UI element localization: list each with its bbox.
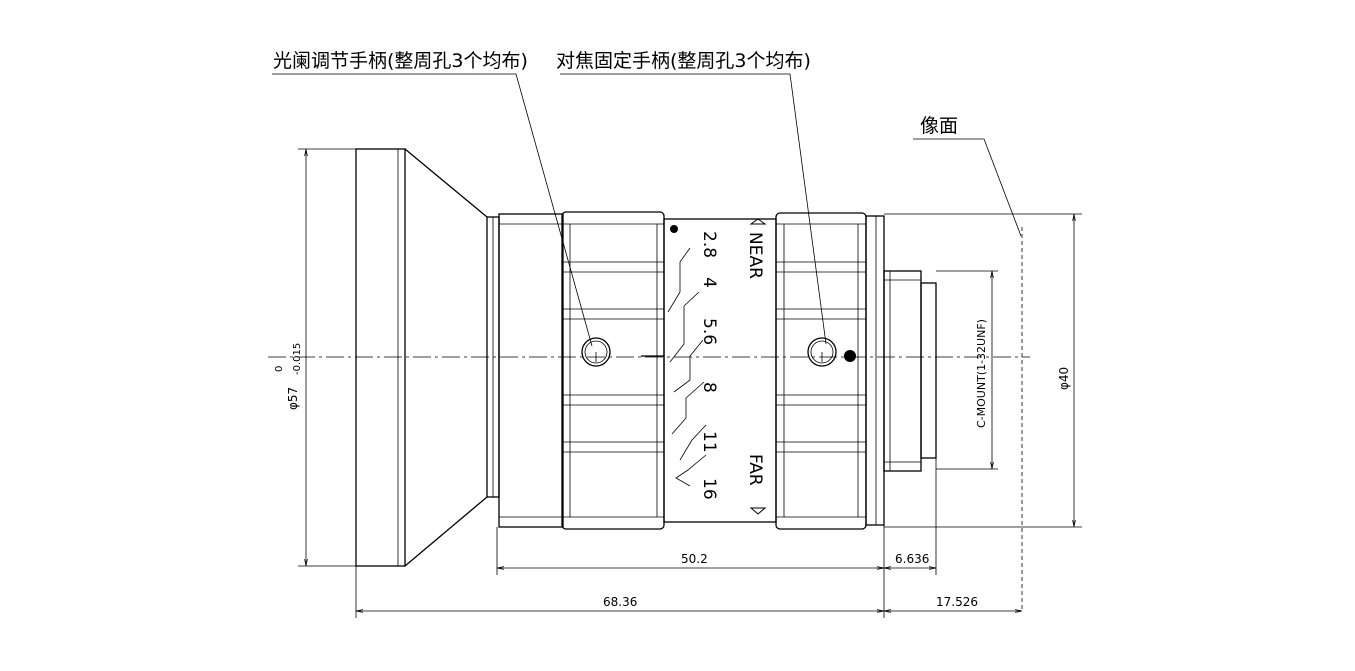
aperture-scale-lines <box>667 247 707 487</box>
focus-scale: NEAR FAR <box>745 218 767 515</box>
index-dot-small <box>670 225 678 233</box>
lens-barrel <box>498 213 885 528</box>
aperture-label-1: 4 <box>699 277 719 288</box>
c-mount <box>883 270 937 472</box>
dimension-texts: 50.2 6.636 68.36 17.526 φ57 0 -0.015 φ40… <box>274 319 1071 609</box>
focus-handle-knob <box>807 337 837 367</box>
dim-body-length: 50.2 <box>681 552 708 566</box>
front-hood <box>355 148 500 567</box>
focus-ring <box>775 212 867 530</box>
far-label: FAR <box>745 454 765 486</box>
image-plane-callout: 像面 <box>920 115 958 137</box>
aperture-label-3: 8 <box>699 382 719 393</box>
leader-lines <box>272 73 1022 347</box>
near-arrow-icon <box>749 218 767 225</box>
dim-diameter-main: φ57 <box>286 387 300 410</box>
dim-diameter-tol-upper: 0 <box>274 366 285 372</box>
dim-mount: C-MOUNT(1-32UNF) <box>975 319 988 428</box>
dim-back-focal: 17.526 <box>936 595 978 609</box>
focus-handle-callout: 对焦固定手柄(整周孔3个均布) <box>556 50 811 72</box>
far-arrow-icon <box>749 507 767 515</box>
near-label: NEAR <box>745 232 765 279</box>
aperture-label-0: 2.8 <box>699 231 719 258</box>
dim-flange-length: 6.636 <box>895 552 929 566</box>
aperture-scale: 2.8 4 5.6 8 11 16 <box>699 231 719 500</box>
extension-lines <box>298 148 1082 618</box>
dim-rear-diameter: φ40 <box>1057 367 1071 390</box>
aperture-label-5: 16 <box>699 478 719 500</box>
aperture-label-2: 5.6 <box>699 318 719 345</box>
dim-total-length: 68.36 <box>603 595 637 609</box>
dimension-lines <box>306 149 1074 611</box>
index-dot <box>844 350 856 362</box>
aperture-label-4: 11 <box>699 431 719 453</box>
dim-diameter-tol-lower: -0.015 <box>292 343 303 375</box>
aperture-handle-callout: 光阑调节手柄(整周孔3个均布) <box>273 50 528 72</box>
aperture-ring <box>561 211 665 530</box>
aperture-handle-knob <box>581 337 611 367</box>
